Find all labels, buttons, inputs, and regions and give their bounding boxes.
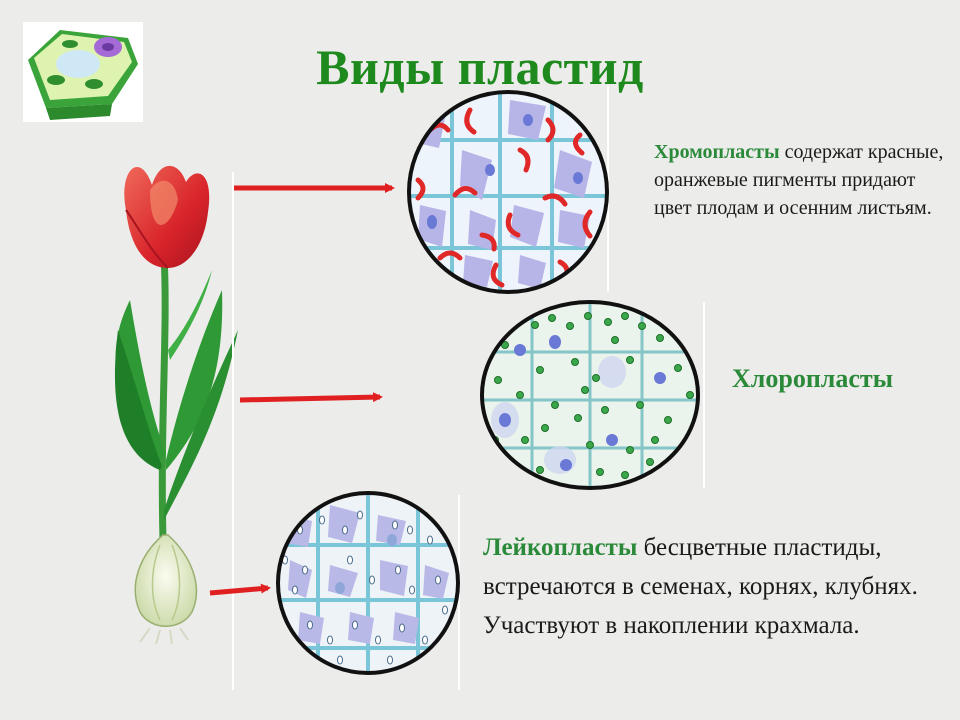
leucoplast-term: Лейкопласты [483, 534, 638, 561]
chromoplast-text: содержат красные, оранжевые пигменты при… [654, 141, 944, 219]
arrow-leucoplast [209, 583, 271, 596]
arrow-chloroplast [239, 392, 383, 403]
plant-cell-icon [23, 22, 143, 122]
chromoplast-description: Хромопласты содержат красные, оранжевые … [654, 138, 954, 222]
page-title: Виды пластид [316, 39, 644, 95]
chloroplast-label: Хлоропласты [732, 364, 894, 393]
chloroplast-micrograph [480, 300, 700, 490]
chromoplast-micrograph [407, 90, 609, 294]
chromoplast-term: Хромопласты [654, 141, 780, 163]
tulip-illustration [114, 165, 238, 645]
leucoplast-micrograph [276, 491, 460, 675]
leucoplast-description: Лейкопласты бесцветные пластиды, встреча… [483, 528, 953, 645]
leucoplast-text: бесцветные пластиды, встречаются в семен… [483, 534, 918, 639]
